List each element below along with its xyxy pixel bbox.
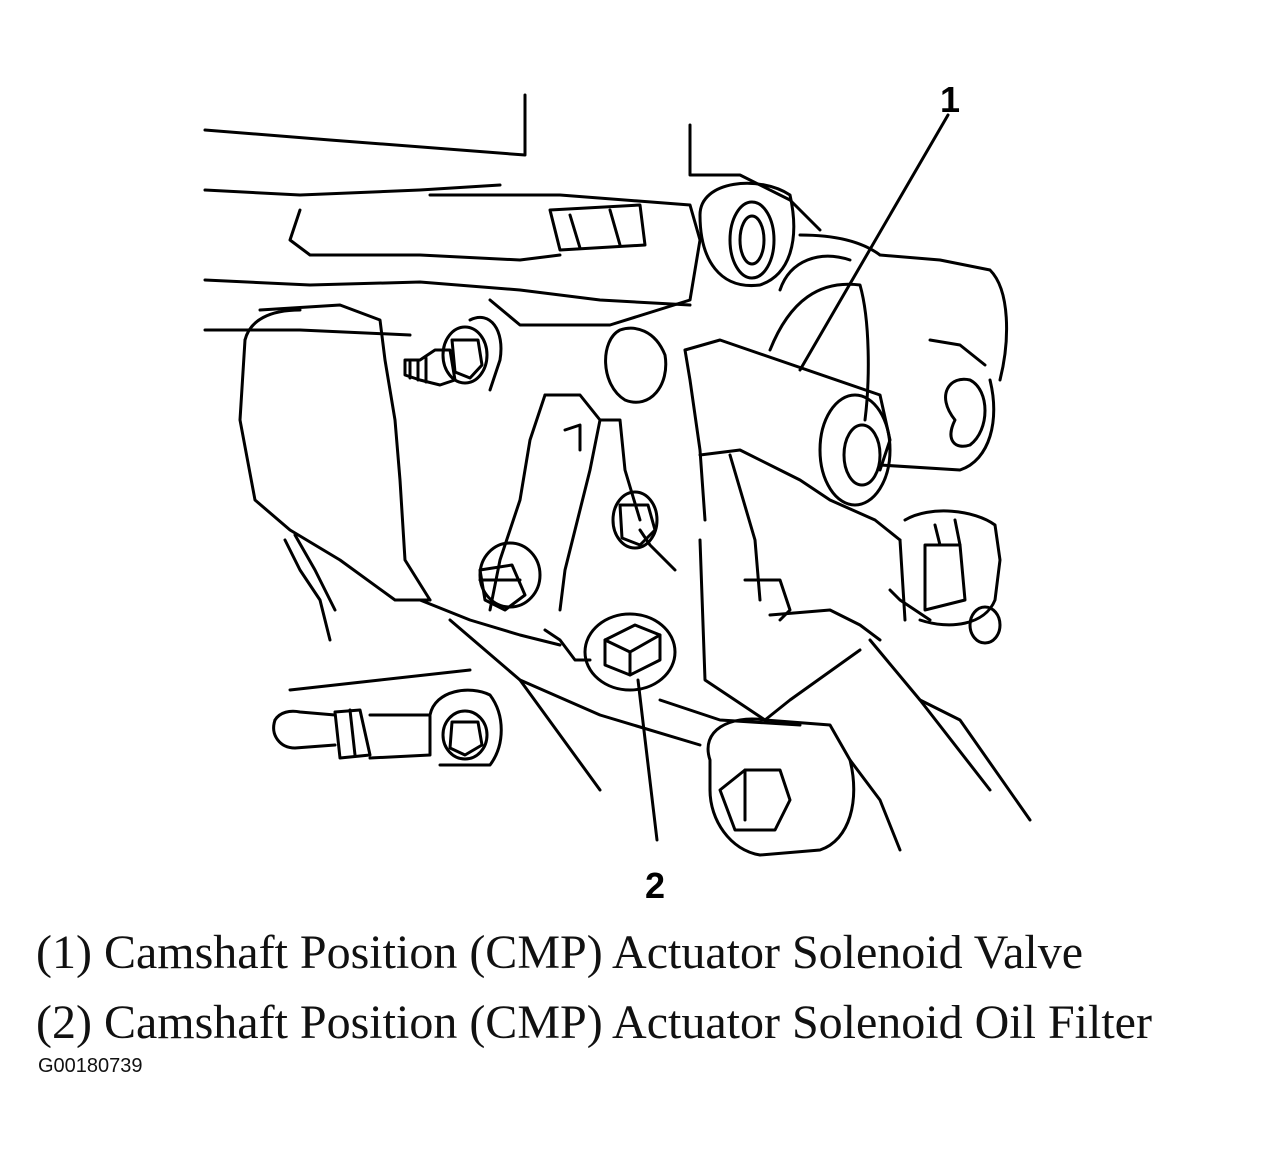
legend-item-2: (2) Camshaft Position (CMP) Actuator Sol…: [36, 996, 1152, 1049]
left-casting: [238, 303, 562, 692]
bolt-center: [611, 490, 659, 550]
engine-line-drawing: 1 2: [203, 79, 1032, 906]
callout-number-2: 2: [645, 865, 665, 906]
central-bracket: [488, 326, 677, 662]
upper-boss: [698, 181, 796, 288]
callout-leaders: [636, 113, 950, 842]
upper-block-outline: [203, 93, 822, 337]
lower-fitting: [272, 688, 503, 767]
solenoid-valve: [683, 338, 902, 722]
right-housing: [768, 233, 1008, 472]
bolt-left-lower: [478, 541, 542, 612]
electrical-connector: [888, 509, 1002, 645]
left-sensor: [403, 316, 503, 392]
figure-id: G00180739: [38, 1055, 143, 1077]
legend-item-1: (1) Camshaft Position (CMP) Actuator Sol…: [36, 926, 1084, 979]
oil-filter-bolt: [583, 612, 677, 692]
lower-right-bolt: [706, 717, 856, 857]
lower-frame-lines: [448, 618, 1032, 852]
callout-number-1: 1: [940, 79, 960, 120]
